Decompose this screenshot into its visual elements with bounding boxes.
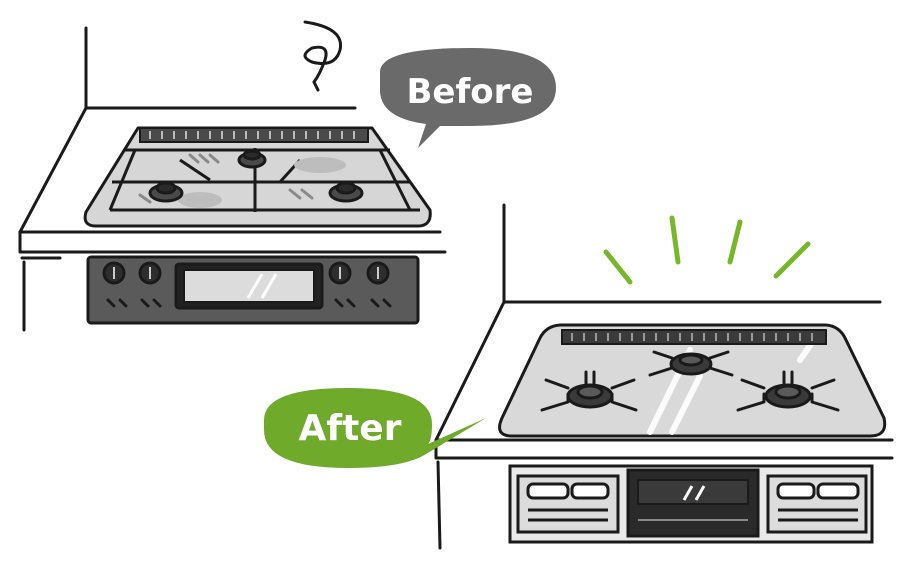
sparkle-icon	[603, 215, 811, 285]
before-scene	[18, 26, 447, 332]
old-front-panel	[86, 255, 420, 325]
after-bubble: After	[264, 388, 486, 468]
burner-left	[540, 370, 638, 412]
burner-back	[648, 350, 734, 377]
before-bubble: Before	[380, 48, 556, 148]
clean-front-panel	[508, 464, 874, 544]
after-label: After	[299, 408, 402, 449]
squiggle-icon	[303, 20, 343, 92]
before-label: Before	[407, 72, 534, 112]
burner-right	[736, 370, 840, 412]
old-cooktop	[83, 126, 432, 228]
clean-cooktop	[498, 323, 887, 438]
